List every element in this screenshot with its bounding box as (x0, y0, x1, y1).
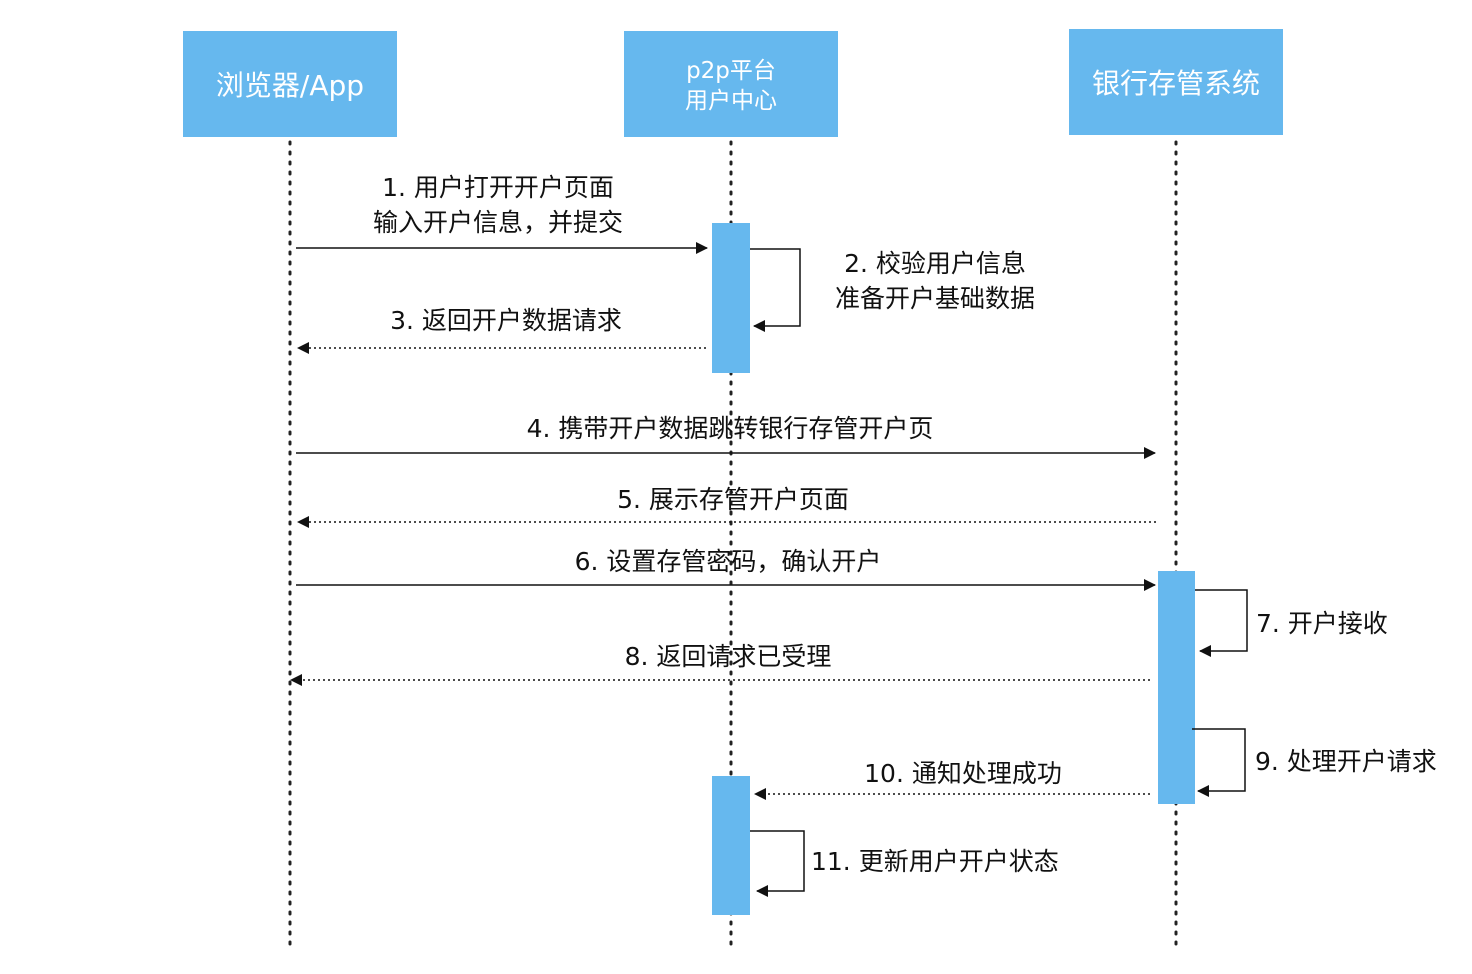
message-2: 2. 校验用户信息 准备开户基础数据 (750, 248, 1035, 332)
message-8-label: 8. 返回请求已受理 (625, 642, 832, 671)
message-11-arrow (750, 830, 805, 897)
message-9-arrow (1192, 728, 1246, 797)
message-2-label-line1: 2. 校验用户信息 (844, 249, 1026, 278)
message-5: 5. 展示存管开户页面 (297, 485, 1156, 528)
message-9-label: 9. 处理开户请求 (1255, 747, 1437, 776)
actor-browser: 浏览器/App (183, 31, 397, 137)
message-2-label-line2: 准备开户基础数据 (835, 284, 1035, 313)
actor-p2p-label-line1: p2p平台 (686, 58, 776, 84)
actor-bank-box (1069, 29, 1283, 135)
actor-bank: 银行存管系统 (1069, 29, 1283, 135)
message-7: 7. 开户接收 (1195, 589, 1388, 657)
message-9: 9. 处理开户请求 (1192, 728, 1437, 797)
message-10-label: 10. 通知处理成功 (864, 759, 1062, 788)
message-7-arrow (1195, 589, 1248, 657)
message-11: 11. 更新用户开户状态 (750, 830, 1059, 897)
activation-p2p-2 (712, 776, 750, 915)
actor-p2p: p2p平台 用户中心 (624, 31, 838, 137)
actor-bank-label: 银行存管系统 (1092, 67, 1260, 100)
message-6: 6. 设置存管密码，确认开户 (296, 547, 1156, 591)
actor-browser-box (183, 31, 397, 137)
activation-bank (1158, 571, 1195, 804)
actor-browser-label: 浏览器/App (216, 69, 364, 102)
message-10: 10. 通知处理成功 (754, 759, 1150, 800)
message-5-label: 5. 展示存管开户页面 (617, 485, 849, 514)
actor-p2p-label-line2: 用户中心 (685, 88, 777, 114)
activation-p2p-1 (712, 223, 750, 373)
message-4: 4. 携带开户数据跳转银行存管开户页 (296, 414, 1156, 459)
message-1-label-line2: 输入开户信息，并提交 (373, 208, 623, 237)
message-6-label: 6. 设置存管密码，确认开户 (575, 547, 882, 576)
message-11-label: 11. 更新用户开户状态 (811, 847, 1059, 876)
message-7-label: 7. 开户接收 (1256, 609, 1388, 638)
message-3-label: 3. 返回开户数据请求 (390, 306, 622, 335)
message-8: 8. 返回请求已受理 (290, 642, 1150, 686)
message-4-label: 4. 携带开户数据跳转银行存管开户页 (527, 414, 934, 443)
message-1-label-line1: 1. 用户打开开户页面 (382, 173, 614, 202)
actor-p2p-box (624, 31, 838, 137)
message-3: 3. 返回开户数据请求 (297, 306, 706, 354)
message-2-arrow (750, 248, 801, 332)
message-1: 1. 用户打开开户页面 输入开户信息，并提交 (296, 173, 708, 254)
